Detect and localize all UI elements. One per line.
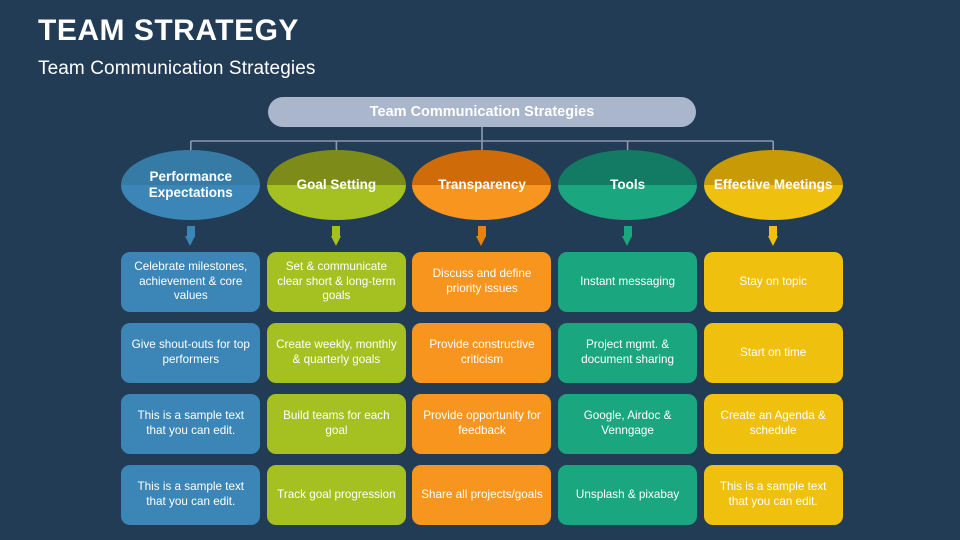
branch-node[interactable]: Goal Setting <box>266 150 406 220</box>
down-arrow-head <box>185 236 196 246</box>
down-arrow-head <box>330 236 341 246</box>
card-label: Celebrate milestones, achievement & core… <box>134 260 248 303</box>
branch-node-bottom-half <box>121 185 261 220</box>
card-label: Start on time <box>740 345 807 359</box>
branch-node-label: Transparency <box>438 177 526 193</box>
branch-node-bottom-half <box>558 185 698 220</box>
down-arrow-stem <box>623 226 632 237</box>
card[interactable]: Discuss and define priority issues <box>412 252 552 312</box>
down-arrow-icon <box>185 226 196 246</box>
card[interactable]: Create weekly, monthly & quarterly goals <box>266 323 406 383</box>
card[interactable]: Provide opportunity for feedback <box>412 394 552 454</box>
card-label: This is a sample text that you can edit. <box>719 480 827 508</box>
branch-node-top-half <box>121 150 261 185</box>
card-label: Share all projects/goals <box>421 487 543 501</box>
card-list: Set & communicate clear short & long-ter… <box>264 252 410 525</box>
card[interactable]: Instant messaging <box>558 252 698 312</box>
card-label: Stay on topic <box>739 274 807 288</box>
card[interactable]: Set & communicate clear short & long-ter… <box>266 252 406 312</box>
card-label: Create an Agenda & schedule <box>720 409 826 437</box>
card-label: Provide constructive criticism <box>429 338 535 366</box>
down-arrow-head <box>622 236 633 246</box>
card[interactable]: Project mgmt. & document sharing <box>558 323 698 383</box>
branch-node[interactable]: Performance Expectations <box>121 150 261 220</box>
card-label: Build teams for each goal <box>283 409 390 437</box>
card-label: Google, Airdoc & Venngage <box>583 409 672 437</box>
card-label: Create weekly, monthly & quarterly goals <box>276 338 397 366</box>
branch-node-bottom-half <box>266 185 406 220</box>
card-list: Celebrate milestones, achievement & core… <box>118 252 264 525</box>
down-arrow-stem <box>477 226 486 237</box>
down-arrow-stem <box>332 226 341 237</box>
card-label: Give shout-outs for top performers <box>131 338 250 366</box>
card-label: Unsplash & pixabay <box>575 487 680 501</box>
branch-node[interactable]: Transparency <box>412 150 552 220</box>
down-arrow-head <box>476 236 487 246</box>
card[interactable]: Build teams for each goal <box>266 394 406 454</box>
down-arrow-icon <box>622 226 633 246</box>
down-arrow-stem <box>186 226 195 237</box>
card[interactable]: Start on time <box>703 323 843 383</box>
card[interactable]: Google, Airdoc & Venngage <box>558 394 698 454</box>
card[interactable]: Give shout-outs for top performers <box>121 323 261 383</box>
header: TEAM STRATEGY Team Communication Strateg… <box>38 14 315 80</box>
down-arrow-icon <box>767 226 779 246</box>
card-label: This is a sample text that you can edit. <box>137 409 245 437</box>
card-label: Project mgmt. & document sharing <box>581 338 675 366</box>
card-label: Set & communicate clear short & long-ter… <box>277 260 396 303</box>
branch-node-label: Tools <box>610 177 646 193</box>
branch-node[interactable]: Tools <box>558 150 698 220</box>
branch-node-top-half <box>412 150 552 185</box>
branch-node-top-half <box>558 150 698 185</box>
card-label: Instant messaging <box>580 274 675 288</box>
down-arrow-icon <box>476 226 487 246</box>
branch-node-top-half <box>703 150 843 185</box>
card[interactable]: This is a sample text that you can edit. <box>121 394 261 454</box>
branch-node-bottom-half <box>703 185 843 220</box>
card[interactable]: Unsplash & pixabay <box>558 465 698 525</box>
down-arrow-head <box>767 236 778 246</box>
card[interactable]: This is a sample text that you can edit. <box>121 465 261 525</box>
root-node-label: Team Communication Strategies <box>369 104 595 120</box>
card[interactable]: This is a sample text that you can edit. <box>703 465 843 525</box>
card[interactable]: Stay on topic <box>703 252 843 312</box>
page-title: TEAM STRATEGY <box>38 14 299 47</box>
card[interactable]: Share all projects/goals <box>412 465 552 525</box>
branch-node-label: Performance Expectations <box>148 169 233 200</box>
card[interactable]: Track goal progression <box>266 465 406 525</box>
branch-node[interactable]: Effective Meetings <box>703 150 843 220</box>
card-label: Track goal progression <box>277 487 396 501</box>
card-label: Provide opportunity for feedback <box>423 409 541 437</box>
branch-node-label: Goal Setting <box>296 177 377 193</box>
branch-node-top-half <box>266 150 406 185</box>
down-arrow-icon <box>330 226 342 246</box>
card[interactable]: Create an Agenda & schedule <box>703 394 843 454</box>
card-label: This is a sample text that you can edit. <box>137 480 245 508</box>
branch-node-label: Effective Meetings <box>713 177 833 193</box>
branch-node-bottom-half <box>412 185 552 220</box>
card[interactable]: Provide constructive criticism <box>412 323 552 383</box>
card[interactable]: Celebrate milestones, achievement & core… <box>121 252 261 312</box>
page-subtitle: Team Communication Strategies <box>38 58 316 79</box>
root-node[interactable]: Team Communication Strategies <box>268 97 696 127</box>
card-label: Discuss and define priority issues <box>432 267 532 295</box>
down-arrow-stem <box>769 226 778 237</box>
